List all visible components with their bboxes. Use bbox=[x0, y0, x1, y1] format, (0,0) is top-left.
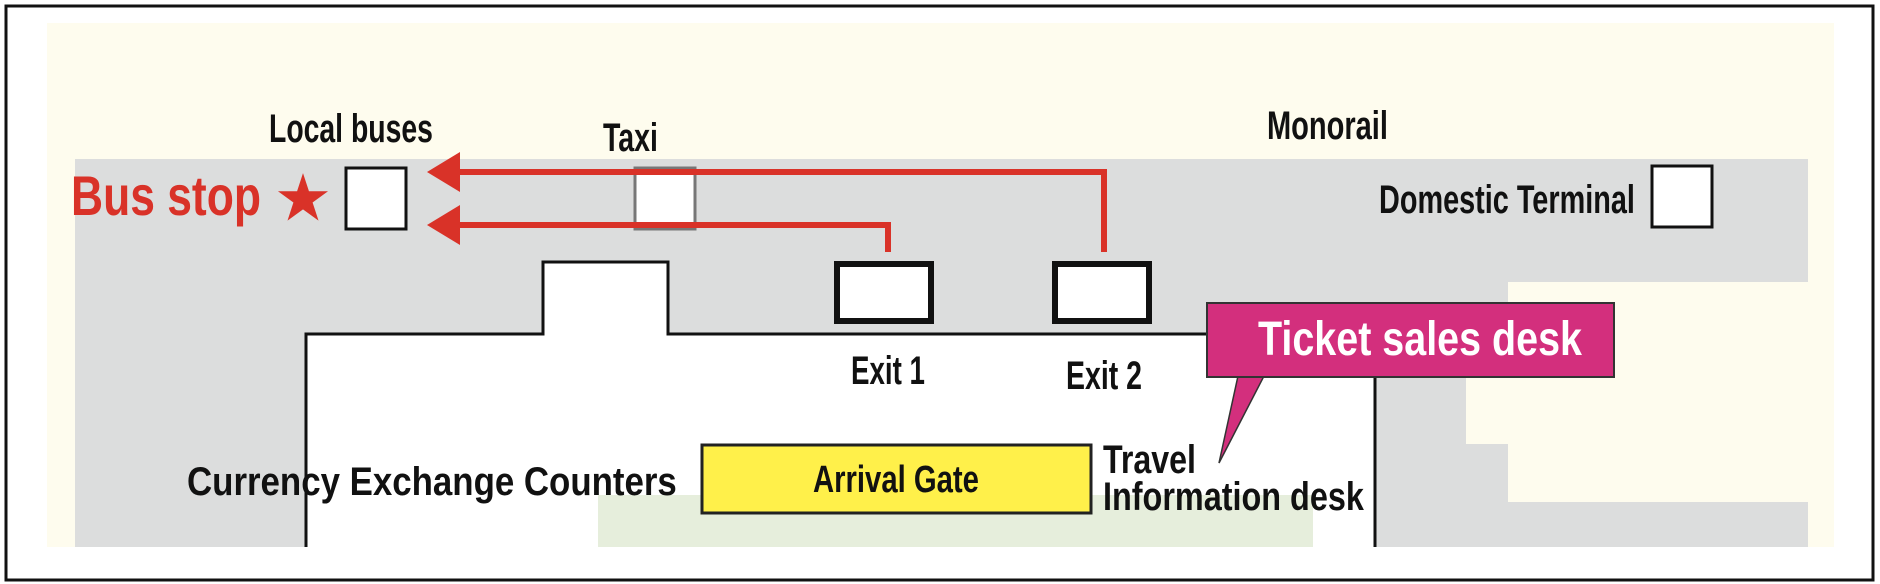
arrival-gate[interactable] bbox=[700, 443, 1093, 515]
currency-exchange-label: Currency Exchange Counters bbox=[187, 459, 677, 504]
star-icon: ★ bbox=[277, 166, 329, 231]
ticket-sales-desk-label: Ticket sales desk bbox=[1258, 312, 1582, 366]
bus-stop-marker[interactable] bbox=[344, 166, 408, 231]
exit-1-label: Exit 1 bbox=[851, 349, 925, 393]
monorail-label: Monorail bbox=[1267, 104, 1388, 149]
domestic-terminal-marker[interactable] bbox=[1650, 164, 1714, 229]
terminal-building bbox=[306, 262, 1375, 547]
building-wall bbox=[304, 260, 1210, 547]
local-buses-label: Local buses bbox=[269, 107, 433, 151]
travel-info-label-line2: Information desk bbox=[1103, 474, 1365, 519]
taxi-stop-marker[interactable] bbox=[633, 166, 697, 231]
domestic-terminal-label: Domestic Terminal bbox=[1379, 177, 1635, 222]
exit-2-door[interactable] bbox=[1052, 261, 1152, 324]
arrival-gate-label: Arrival Gate bbox=[813, 458, 979, 501]
route-exit1-to-bus bbox=[455, 222, 891, 252]
arrowhead-icon bbox=[427, 205, 460, 245]
ticket-sales-callout[interactable] bbox=[1206, 302, 1615, 378]
travel-info-label-line1: Travel bbox=[1103, 437, 1196, 482]
outdoor-area-step bbox=[1466, 377, 1509, 444]
route-exit2-to-bus bbox=[455, 169, 1107, 252]
arrowhead-icon bbox=[427, 152, 460, 192]
bus-stop-label: Bus stop bbox=[71, 164, 261, 227]
exit-2-label: Exit 2 bbox=[1066, 354, 1142, 398]
exit-1-door[interactable] bbox=[834, 261, 934, 324]
taxi-label: Taxi bbox=[603, 116, 658, 160]
